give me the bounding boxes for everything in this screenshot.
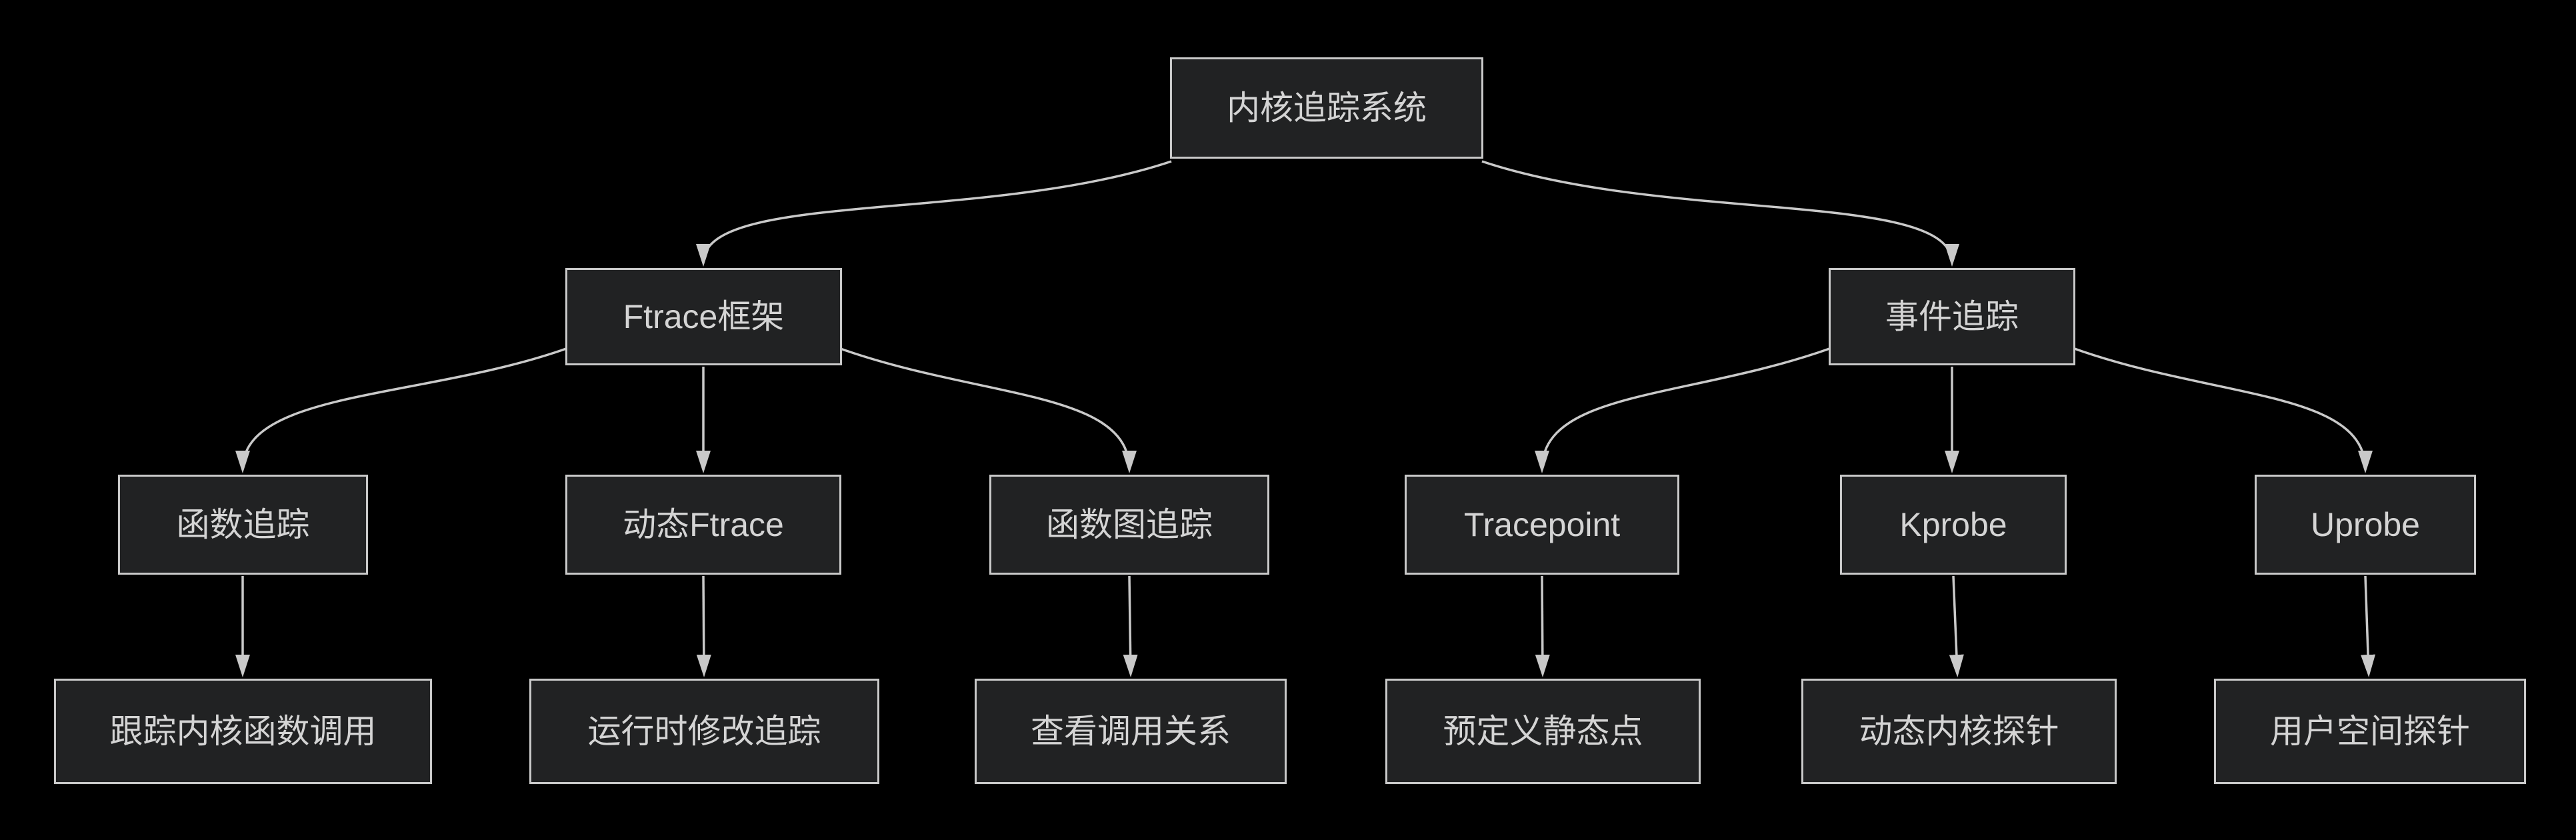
node-uprobe: Uprobe — [2255, 475, 2476, 575]
node-kernel-tracing-system: 内核追踪系统 — [1170, 57, 1483, 159]
node-label: Uprobe — [2311, 506, 2420, 543]
node-label: Tracepoint — [1463, 506, 1621, 543]
edge-ftrace-func-graph — [838, 347, 1137, 473]
node-label: 查看调用关系 — [1031, 713, 1231, 750]
node-event-tracing: 事件追踪 — [1829, 268, 2075, 365]
edge-uprobe-desc — [2361, 575, 2376, 677]
node-label: 函数追踪 — [176, 506, 310, 543]
edge-events-uprobe — [2072, 347, 2373, 473]
node-predefined-static-points: 预定义静态点 — [1385, 679, 1701, 784]
node-label: 预定义静态点 — [1443, 713, 1643, 750]
node-label: 内核追踪系统 — [1227, 89, 1427, 127]
node-runtime-modify-tracing: 运行时修改追踪 — [529, 679, 879, 784]
edge-func-graph-desc — [1123, 575, 1138, 677]
node-label: 动态内核探针 — [1859, 713, 2059, 750]
edge-root-events — [1481, 160, 1959, 267]
node-label: 运行时修改追踪 — [587, 713, 821, 750]
node-label: 动态Ftrace — [623, 506, 784, 543]
node-dynamic-ftrace: 动态Ftrace — [565, 475, 841, 575]
node-kprobe: Kprobe — [1840, 475, 2067, 575]
edge-kprobe-desc — [1949, 575, 1964, 677]
node-tracepoint: Tracepoint — [1405, 475, 1679, 575]
node-label: Kprobe — [1899, 506, 2007, 543]
edge-events-tracepoint — [1535, 347, 1832, 473]
node-user-space-probes: 用户空间探针 — [2214, 679, 2526, 784]
node-label: Ftrace框架 — [623, 298, 785, 335]
edge-root-ftrace — [696, 160, 1172, 267]
node-view-call-relationships: 查看调用关系 — [975, 679, 1287, 784]
node-function-graph-tracing: 函数图追踪 — [989, 475, 1269, 575]
node-label: 函数图追踪 — [1046, 506, 1213, 543]
node-label: 事件追踪 — [1885, 298, 2019, 335]
node-ftrace-framework: Ftrace框架 — [565, 268, 842, 365]
edge-tracepoint-desc — [1535, 575, 1550, 677]
node-function-tracing: 函数追踪 — [118, 475, 368, 575]
node-dynamic-kernel-probes: 动态内核探针 — [1801, 679, 2117, 784]
edge-ftrace-func-trace — [235, 347, 569, 473]
node-trace-kernel-function-calls: 跟踪内核函数调用 — [54, 679, 432, 784]
node-label: 用户空间探针 — [2270, 713, 2470, 750]
edge-dyn-ftrace-desc — [696, 575, 711, 677]
node-label: 跟踪内核函数调用 — [109, 713, 377, 750]
